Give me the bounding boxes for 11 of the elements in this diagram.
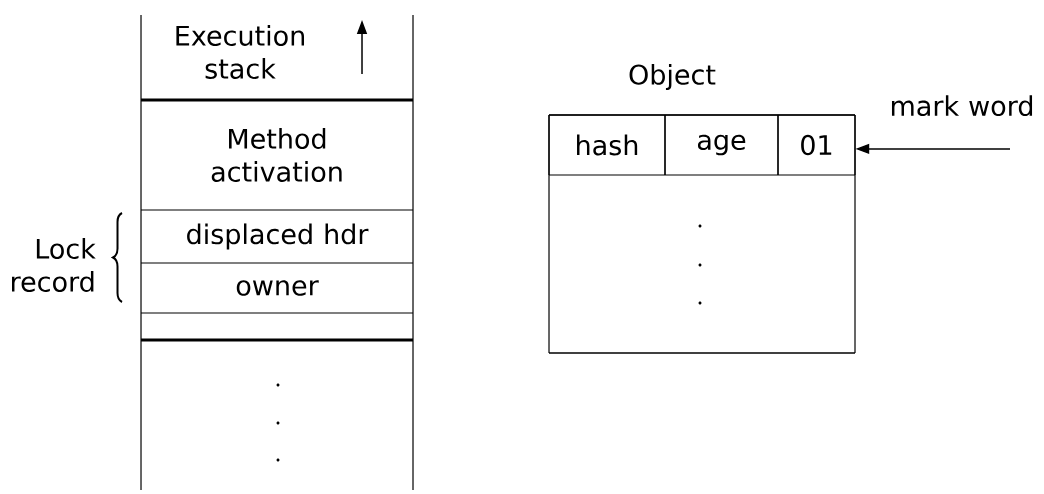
cell: owner	[140, 262, 414, 314]
cell: displaced hdr	[140, 209, 414, 264]
cell: 01	[777, 114, 856, 176]
cell: Method activation	[140, 99, 414, 211]
cell: hash	[548, 114, 666, 176]
pointer-label: mark word	[892, 95, 1033, 117]
empty-cell	[140, 339, 414, 491]
side-label: Lock record	[12, 238, 96, 292]
cell: age	[664, 114, 779, 176]
cell: Execution stack	[140, 14, 414, 102]
empty-cell	[140, 312, 414, 342]
